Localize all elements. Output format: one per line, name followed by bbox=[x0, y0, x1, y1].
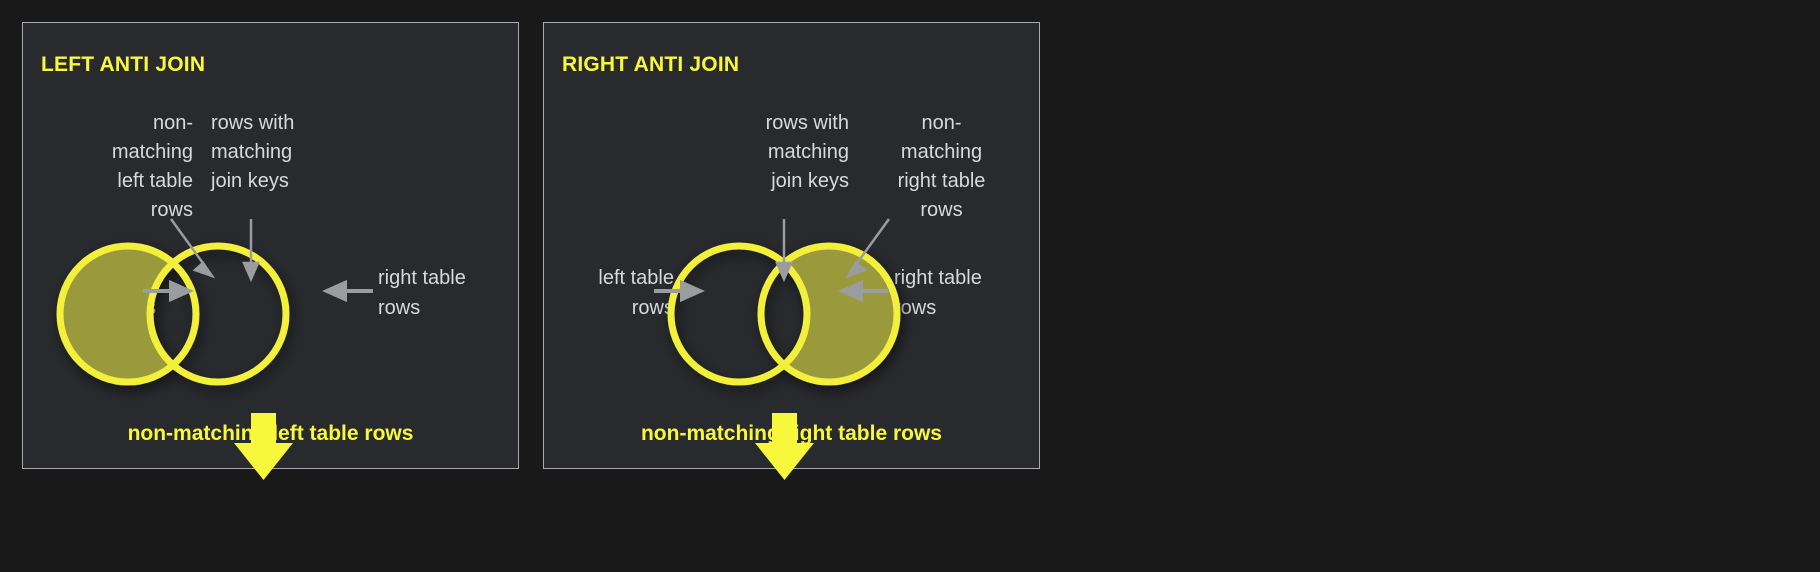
callout-non-matching-right-rows: non- matching right table rows bbox=[897, 112, 986, 221]
venn-graphic-right bbox=[654, 218, 901, 480]
callout-non-matching-left-rows: non- matching left table rows bbox=[111, 112, 193, 221]
venn-graphic-left bbox=[56, 218, 373, 480]
panel-title: RIGHT ANTI JOIN bbox=[562, 53, 740, 76]
callout-matching-join-keys: rows with matching join keys bbox=[211, 112, 295, 192]
side-label-right-table-rows: right table rows bbox=[378, 267, 466, 319]
venn-circle-right bbox=[146, 242, 290, 386]
panel-left-anti-join: LEFT ANTI JOIN non- matching left table … bbox=[22, 22, 519, 480]
venn-circle-left bbox=[667, 242, 811, 386]
result-caption: non-matching right table rows bbox=[640, 422, 942, 445]
side-label-left-table-rows: left table rows bbox=[598, 267, 674, 319]
side-label-right-table-rows: right table rows bbox=[894, 267, 982, 319]
panel-title: LEFT ANTI JOIN bbox=[41, 53, 206, 76]
leader-line-matching-keys bbox=[242, 219, 260, 283]
side-label-left-table-rows: left table rows bbox=[80, 267, 156, 319]
panel-right-anti-join: RIGHT ANTI JOIN rows with matching join … bbox=[543, 22, 1040, 480]
arrow-right-table-rows bbox=[838, 279, 889, 303]
venn-circle-right bbox=[757, 242, 901, 386]
leader-line-non-matching-left bbox=[169, 218, 216, 279]
venn-circles-right bbox=[667, 242, 901, 386]
result-caption: non-matching left table rows bbox=[127, 422, 414, 445]
callout-matching-join-keys: rows with matching join keys bbox=[765, 112, 849, 192]
leader-line-matching-keys bbox=[775, 219, 793, 283]
arrow-right-table-rows bbox=[322, 279, 373, 303]
venn-fill-right-only bbox=[761, 246, 897, 382]
leader-line-non-matching-right bbox=[845, 218, 891, 279]
